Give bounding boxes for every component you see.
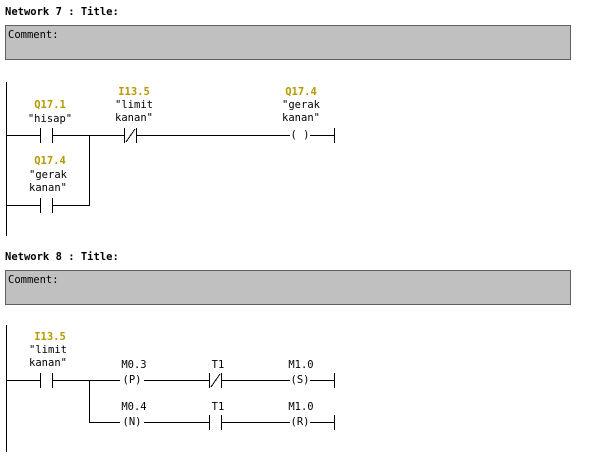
n7-coil-q174-address: Q17.4 [285,86,317,98]
network-7-comment-box[interactable]: Comment: [5,25,571,60]
n7-contact-q174-address: Q17.4 [34,155,66,167]
n7-contact-q174-symbol: "gerak kanan" [29,169,67,194]
n8-edge-n-glyph[interactable]: (N) [122,416,142,428]
network-7-title: Network 7 : Title: [5,6,119,18]
n8-coil-set-address: M1.0 [288,359,314,371]
n7-contact-i135-slash [125,128,136,143]
n8-edge-p-glyph[interactable]: (P) [122,374,142,386]
network-8-title: Network 8 : Title: [5,251,119,263]
network-7-comment-label: Comment: [8,29,59,41]
n7-contact-q171-symbol: "hisap" [27,113,73,125]
network-8-comment-box[interactable]: Comment: [5,270,571,305]
n8-contact-t1-nc-slash [210,373,221,388]
n8-edge-p-address: M0.3 [121,359,147,371]
n7-contact-i135-address: I13.5 [118,86,150,98]
n8-contact-t1-no-address: T1 [211,401,225,413]
n8-coil-set-glyph[interactable]: (S) [290,374,310,386]
n8-edge-n-address: M0.4 [121,401,147,413]
n7-contact-i135-symbol: "limit kanan" [115,99,153,124]
n8-contact-i135-address: I13.5 [34,331,66,343]
n7-contact-q171-address: Q17.1 [34,99,66,111]
n8-coil-reset-address: M1.0 [288,401,314,413]
n8-contact-t1-nc-address: T1 [211,359,225,371]
n8-coil-reset-glyph[interactable]: (R) [290,416,310,428]
n7-coil-glyph[interactable]: ( ) [290,129,310,141]
n8-contact-i135-symbol: "limit kanan" [29,344,67,369]
network-8-comment-label: Comment: [8,274,59,286]
n7-coil-q174-symbol: "gerak kanan" [282,99,320,124]
